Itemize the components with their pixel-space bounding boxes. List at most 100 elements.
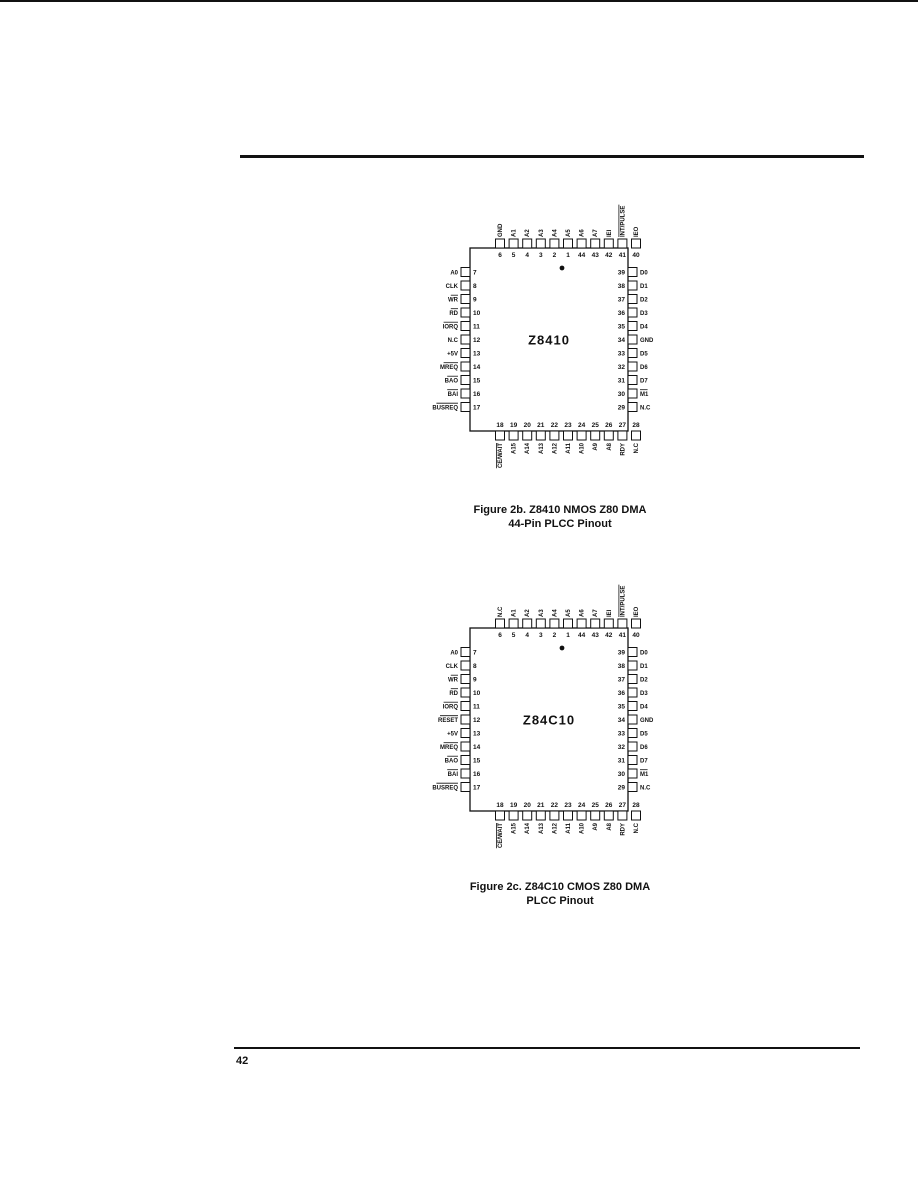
pin-number: 22 [551, 422, 559, 429]
pin-bottom [522, 810, 533, 821]
pin-name: IEI [607, 229, 613, 237]
pin-number: 37 [618, 297, 626, 304]
pin-number: 18 [496, 802, 504, 809]
pin-name: N.C [448, 338, 459, 344]
pin-left [460, 768, 471, 779]
pin-right [627, 267, 638, 277]
pin-name: RDY [620, 443, 626, 456]
pin-bottom [508, 430, 519, 441]
pin-number: 35 [618, 324, 626, 331]
pin-name: A14 [525, 442, 531, 454]
chip-label: Z8410 [528, 333, 570, 348]
pin-name: A2 [525, 229, 531, 237]
pin-name: A2 [525, 609, 531, 617]
pin-number: 24 [578, 802, 586, 809]
pin-number: 26 [605, 422, 613, 429]
pinout-svg-z84c10: Z84C106N.C5A14A23A32A41A544A643A742IEI41… [432, 584, 654, 849]
pin-number: 40 [632, 252, 640, 259]
pin-number: 42 [605, 252, 613, 259]
pin-name: A3 [539, 609, 545, 617]
pin-left [460, 402, 471, 412]
pin-bottom [535, 810, 546, 821]
pin-name: WR [448, 678, 459, 684]
pin-number: 15 [473, 758, 481, 765]
caption-line-2: 44-Pin PLCC Pinout [508, 518, 612, 530]
pin-name: D4 [640, 705, 648, 711]
pinout-svg-z8410: Z84106GND5A14A23A32A41A544A643A742IEI41I… [432, 204, 654, 469]
pin-name: BUSREQ [432, 406, 458, 412]
pin-top [631, 618, 641, 629]
pin-name: +5V [447, 732, 458, 738]
pin-name: D0 [640, 651, 648, 657]
pin-left [460, 361, 471, 372]
pin-name: A5 [566, 229, 572, 237]
pin-name: D1 [640, 284, 648, 290]
pin-number: 6 [498, 252, 502, 259]
pin-number: 44 [578, 252, 586, 259]
pin-bottom [617, 430, 628, 441]
pin-number: 12 [473, 717, 481, 724]
pin-right [627, 714, 638, 725]
pin-bottom [603, 430, 614, 441]
pin-name: A11 [566, 822, 572, 833]
pin-name: A0 [450, 271, 458, 277]
pin-bottom [576, 810, 587, 821]
pin-number: 3 [539, 632, 543, 639]
pin-top [549, 618, 560, 629]
pin-right [627, 728, 638, 738]
pin-top [603, 238, 614, 249]
pin-bottom [508, 810, 519, 821]
pin-name: A10 [580, 442, 586, 454]
pin-number: 7 [473, 650, 477, 657]
pin-number: 3 [539, 252, 543, 259]
pin-bottom [631, 810, 641, 821]
pin-top [603, 618, 614, 629]
pin-name: A5 [566, 609, 572, 617]
pin-name: +5V [447, 352, 458, 358]
pin-name: A12 [552, 442, 558, 454]
top-border-rule [0, 0, 918, 2]
pin-number: 39 [618, 650, 626, 657]
pin-name: N.C [640, 406, 651, 412]
pin-name: GND [498, 223, 504, 237]
pin-number: 16 [473, 391, 481, 398]
pin-bottom [522, 430, 533, 441]
pin-number: 43 [592, 252, 600, 259]
pin-number: 5 [512, 252, 516, 259]
pin-name: A10 [580, 822, 586, 834]
pin-bottom [563, 430, 573, 441]
pin-right [627, 741, 638, 752]
pin-name: A15 [512, 442, 518, 454]
pin-name: D2 [640, 298, 648, 304]
pin-name: RD [449, 691, 458, 697]
pin-number: 32 [618, 364, 626, 371]
pin-number: 43 [592, 632, 600, 639]
pin-number: 19 [510, 802, 518, 809]
pin-number: 44 [578, 632, 586, 639]
pin-right [627, 701, 638, 711]
pin-right [627, 660, 638, 671]
pin-name: D1 [640, 664, 648, 670]
pin-number: 32 [618, 744, 626, 751]
pin-name: A7 [593, 229, 599, 237]
pin-left [460, 348, 471, 358]
pin-number: 5 [512, 632, 516, 639]
pin-number: 23 [564, 422, 572, 429]
pin-name: D6 [640, 365, 648, 371]
pin-top [617, 618, 628, 629]
pin-number: 34 [618, 337, 626, 344]
pin-number: 31 [618, 378, 626, 385]
pin-bottom [495, 430, 505, 441]
pin-left [460, 660, 471, 671]
pin-name: D4 [640, 325, 648, 331]
pin-number: 29 [618, 405, 626, 412]
pin-name: D3 [640, 311, 648, 317]
pin-top [549, 238, 560, 249]
pin-bottom [535, 430, 546, 441]
pin-right [627, 782, 638, 792]
pin-name: A1 [512, 609, 518, 617]
pin-number: 24 [578, 422, 586, 429]
pin-name: N.C [640, 786, 651, 792]
pin-number: 30 [618, 771, 626, 778]
